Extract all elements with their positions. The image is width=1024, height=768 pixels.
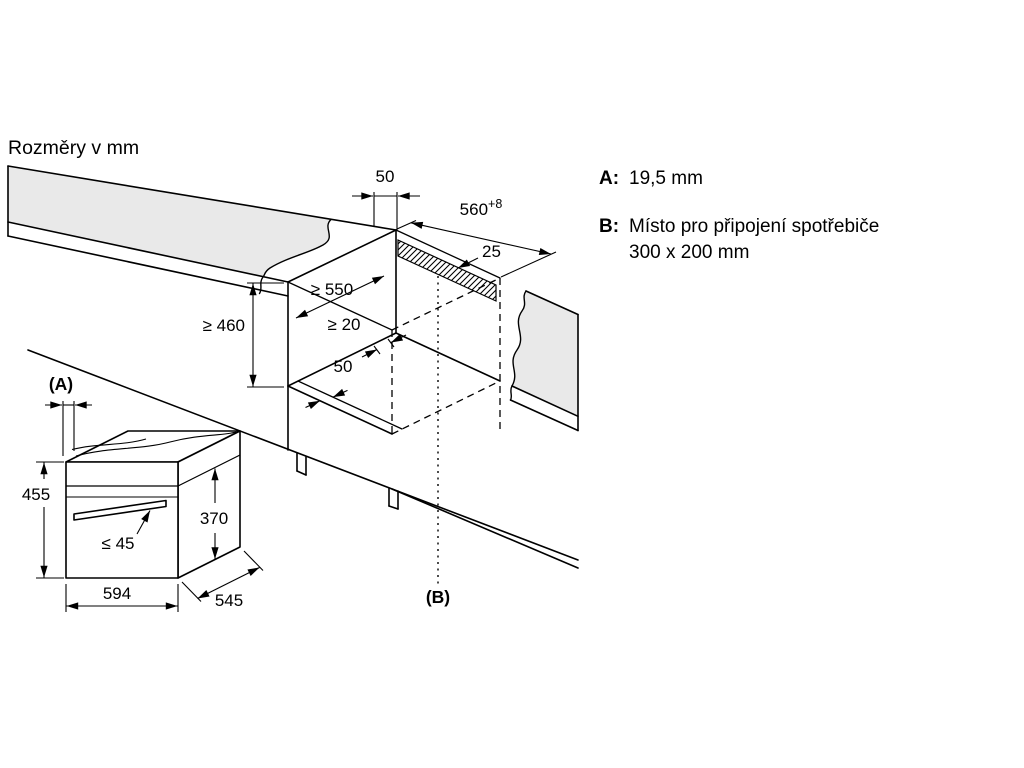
legend-item-b: B: Místo pro připojení spotřebiče 300 x … <box>599 214 879 265</box>
oven-top-contour-2 <box>71 438 147 451</box>
dim-label-oven-depth: 545 <box>215 591 243 610</box>
oven <box>65 430 241 579</box>
base-lines <box>27 349 579 569</box>
dim-label-niche-depth: ≥ 550 <box>311 280 353 299</box>
dim-width-tolerance: +8 <box>488 197 502 211</box>
dim-label-rear-offset: 25 <box>482 242 501 261</box>
dim-oven-depth: 545 <box>181 550 264 610</box>
dim-oven-height: 455 <box>22 461 64 579</box>
dim-handle-clearance: ≤ 45 <box>102 510 151 553</box>
dim-label-top-strip: 50 <box>376 167 395 186</box>
niche-floor-trim-line <box>297 380 403 430</box>
dim-label-oven-width: 594 <box>103 584 131 603</box>
niche-floor-back-edge <box>395 332 501 382</box>
connection-area-hatch <box>397 239 497 302</box>
leader-arrow <box>136 510 151 535</box>
dim-front-frame-gap: (A) <box>45 374 92 456</box>
ext-line <box>243 550 264 571</box>
dim-niche-height: ≥ 460 <box>203 282 284 388</box>
legend: A: 19,5 mm B: Místo pro připojení spotře… <box>599 166 879 265</box>
legend-value-b-line2: 300 x 200 mm <box>629 241 750 263</box>
right-counter-back-edge <box>525 290 579 316</box>
dim-rear-offset: 25 <box>457 242 501 269</box>
dim-door-height: 370 <box>200 468 228 559</box>
dim-niche-width: 560+8 <box>396 197 557 278</box>
dim-label-rear-bottom-gap: ≥ 20 <box>328 315 361 334</box>
dim-label-handle-clearance: ≤ 45 <box>102 534 135 553</box>
left-countertop <box>7 165 397 297</box>
right-counter-break-line <box>509 290 527 401</box>
dim-bottom-strip: 50 <box>305 357 353 409</box>
ext-line <box>396 219 417 230</box>
niche-space-bottom-right-edge <box>391 380 501 435</box>
dim-oven-width: 594 <box>65 584 179 612</box>
legend-value-a: 19,5 mm <box>629 168 703 189</box>
legend-item-a: A: 19,5 mm <box>599 166 879 191</box>
arrow-line <box>332 388 348 398</box>
niche-floor-front-edge <box>287 385 393 435</box>
counter-break-line <box>258 218 332 295</box>
gap-tick <box>373 345 381 355</box>
ext-line <box>500 251 557 278</box>
cabinet-leg-left-bottom <box>296 470 307 476</box>
legend-key-b: B: <box>599 216 620 238</box>
oven-top-contour <box>75 431 237 457</box>
dim-line <box>295 275 385 319</box>
dim-top-strip: 50 <box>352 167 420 230</box>
niche-side-bottom-edge <box>287 332 397 387</box>
dim-label-front-frame-gap: (A) <box>49 374 73 394</box>
legend-value-b: Místo pro připojení spotřebiče 300 x 200… <box>629 214 879 265</box>
niche-side-top-edge <box>287 229 397 283</box>
arrow-line <box>390 334 407 343</box>
legend-value-b-line1: Místo pro připojení spotřebiče <box>629 216 880 238</box>
dim-niche-depth: ≥ 550 <box>295 275 385 319</box>
leader-arrow <box>457 257 479 269</box>
left-countertop-surface <box>8 166 331 277</box>
right-countertop <box>509 290 579 432</box>
arrow-line <box>361 349 378 358</box>
dim-label-niche-width: 560+8 <box>460 197 503 219</box>
legend-key-a: A: <box>599 168 620 189</box>
oven-control-panel-side-line <box>177 454 241 487</box>
dim-line <box>197 567 260 599</box>
dim-label-oven-height: 455 <box>22 485 50 504</box>
right-counter-thickness-edge <box>509 399 579 432</box>
cabinet-leg-right-bottom <box>388 505 399 510</box>
gap-tick <box>387 338 395 348</box>
counter-front-edge <box>7 221 289 283</box>
arrow-line <box>305 400 321 409</box>
connection-label: (B) <box>426 587 450 607</box>
dim-line <box>410 221 552 255</box>
run-plinth-line <box>391 488 579 569</box>
oven-front-face <box>65 461 179 579</box>
dim-label-door-height: 370 <box>200 509 228 528</box>
dim-label-niche-height: ≥ 460 <box>203 316 245 335</box>
dim-label-bottom-strip: 50 <box>334 357 353 376</box>
oven-handle <box>73 499 167 521</box>
right-countertop-surface <box>512 291 578 417</box>
connection-area: (B) <box>397 239 497 607</box>
right-counter-front-edge <box>511 385 579 418</box>
dim-rear-bottom-gap: ≥ 20 <box>328 315 407 358</box>
page-title: Rozměry v mm <box>8 137 140 159</box>
dim-width-value: 560 <box>460 200 488 219</box>
run-front-bottom-line <box>27 349 579 561</box>
counter-thickness-edge <box>7 235 289 297</box>
